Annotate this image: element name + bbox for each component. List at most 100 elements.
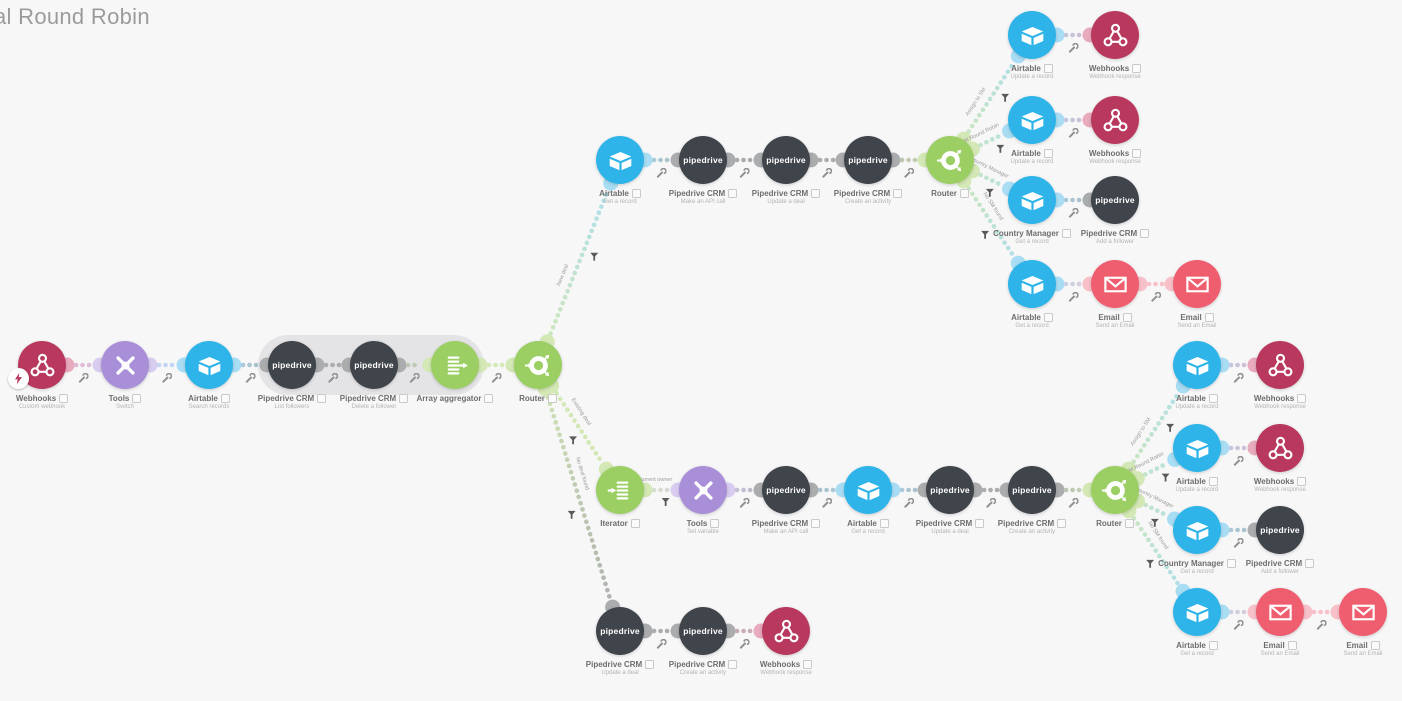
module-airtable[interactable]: Country Manager Get a record: [1158, 506, 1236, 575]
connection-settings-wrench-icon[interactable]: [1068, 498, 1079, 508]
connection-settings-wrench-icon[interactable]: [162, 373, 172, 383]
connection-settings-wrench-icon[interactable]: [986, 498, 996, 508]
connection-settings-wrench-icon[interactable]: [1233, 620, 1244, 630]
module-circle[interactable]: [1256, 588, 1304, 636]
module-circle[interactable]: pipedrive: [268, 341, 316, 389]
module-airtable[interactable]: Airtable Get a record: [1008, 260, 1056, 329]
module-router[interactable]: Router: [926, 136, 974, 198]
module-aggregator[interactable]: Array aggregator: [417, 341, 494, 403]
module-email[interactable]: Email Send an Email: [1091, 260, 1139, 329]
module-tools[interactable]: Tools Set variable: [679, 466, 727, 535]
connection-settings-wrench-icon[interactable]: [328, 373, 338, 383]
connection-settings-wrench-icon[interactable]: [822, 498, 832, 508]
module-pipedrive[interactable]: pipedrive Pipedrive CRM Delete a followe…: [340, 341, 409, 410]
module-circle[interactable]: [1173, 260, 1221, 308]
module-circle[interactable]: pipedrive: [762, 466, 810, 514]
module-circle[interactable]: [926, 136, 974, 184]
module-router[interactable]: Router: [1091, 466, 1139, 528]
connection-settings-wrench-icon[interactable]: [739, 168, 750, 178]
module-pipedrive[interactable]: pipedrive Pipedrive CRM Add a follower: [1246, 506, 1315, 575]
module-email[interactable]: Email Send an Email: [1256, 588, 1304, 657]
module-circle[interactable]: [1173, 506, 1221, 554]
connection-settings-wrench-icon[interactable]: [1316, 620, 1327, 630]
connection-settings-wrench-icon[interactable]: [1233, 538, 1244, 548]
module-pipedrive[interactable]: pipedrive Pipedrive CRM Update a deal: [586, 607, 655, 676]
module-circle[interactable]: pipedrive: [926, 466, 974, 514]
connection-settings-wrench-icon[interactable]: [904, 168, 914, 178]
connection-settings-wrench-icon[interactable]: [1068, 128, 1079, 138]
module-circle[interactable]: [431, 341, 479, 389]
module-pipedrive[interactable]: pipedrive Pipedrive CRM Create an activi…: [998, 466, 1067, 535]
module-circle[interactable]: [1008, 176, 1056, 224]
module-circle[interactable]: [514, 341, 562, 389]
connection-settings-wrench-icon[interactable]: [656, 639, 667, 649]
module-circle[interactable]: pipedrive: [679, 607, 727, 655]
module-pipedrive[interactable]: pipedrive Pipedrive CRM Make an API call: [752, 466, 821, 535]
connection-settings-wrench-icon[interactable]: [1233, 456, 1244, 466]
module-circle[interactable]: [762, 607, 810, 655]
module-router[interactable]: Router: [514, 341, 562, 403]
module-circle[interactable]: pipedrive: [350, 341, 398, 389]
module-airtable[interactable]: Airtable Update a record: [1008, 11, 1056, 80]
module-airtable[interactable]: Airtable Update a record: [1173, 341, 1221, 410]
connection-settings-wrench-icon[interactable]: [822, 168, 832, 178]
module-circle[interactable]: [1091, 11, 1139, 59]
module-circle[interactable]: [1256, 424, 1304, 472]
module-tools[interactable]: Tools Switch: [101, 341, 149, 410]
module-pipedrive[interactable]: pipedrive Pipedrive CRM Add a follower: [1081, 176, 1150, 245]
module-circle[interactable]: pipedrive: [1008, 466, 1056, 514]
connection-settings-wrench-icon[interactable]: [245, 373, 256, 383]
module-airtable[interactable]: Airtable Update a record: [1173, 424, 1221, 493]
filter-funnel-icon[interactable]: [569, 436, 578, 445]
connection-settings-wrench-icon[interactable]: [1068, 208, 1079, 218]
module-webhook[interactable]: Webhooks Webhook response: [760, 607, 813, 676]
module-circle[interactable]: [1173, 341, 1221, 389]
connection-settings-wrench-icon[interactable]: [904, 498, 914, 508]
module-circle[interactable]: [1091, 96, 1139, 144]
module-circle[interactable]: [185, 341, 233, 389]
module-webhook[interactable]: Webhooks Webhook response: [1254, 424, 1307, 493]
connection-settings-wrench-icon[interactable]: [1068, 43, 1079, 53]
filter-funnel-icon[interactable]: [567, 510, 576, 519]
connection-settings-wrench-icon[interactable]: [656, 168, 667, 178]
connection-settings-wrench-icon[interactable]: [1068, 292, 1079, 302]
connection-settings-wrench-icon[interactable]: [491, 373, 502, 383]
filter-funnel-icon[interactable]: [590, 252, 599, 261]
module-circle[interactable]: pipedrive: [1256, 506, 1304, 554]
module-circle[interactable]: pipedrive: [762, 136, 810, 184]
module-circle[interactable]: [1008, 11, 1056, 59]
module-circle[interactable]: [1173, 588, 1221, 636]
module-circle[interactable]: [1008, 260, 1056, 308]
module-airtable[interactable]: Airtable Get a record: [844, 466, 892, 535]
module-circle[interactable]: [1256, 341, 1304, 389]
module-circle[interactable]: [596, 466, 644, 514]
module-airtable[interactable]: Airtable Get a record: [596, 136, 644, 205]
module-airtable[interactable]: Airtable Update a record: [1008, 96, 1056, 165]
connection-settings-wrench-icon[interactable]: [739, 498, 750, 508]
module-airtable[interactable]: Airtable Get a record: [1173, 588, 1221, 657]
module-circle[interactable]: pipedrive: [679, 136, 727, 184]
connection-settings-wrench-icon[interactable]: [1233, 373, 1244, 383]
module-email[interactable]: Email Send an Email: [1339, 588, 1387, 657]
module-webhook[interactable]: Webhooks Webhook response: [1089, 11, 1142, 80]
module-circle[interactable]: pipedrive: [1091, 176, 1139, 224]
connection-settings-wrench-icon[interactable]: [409, 373, 420, 383]
module-airtable[interactable]: Airtable Search records: [185, 341, 233, 410]
module-circle[interactable]: [1008, 96, 1056, 144]
connection-settings-wrench-icon[interactable]: [739, 639, 750, 649]
module-webhook[interactable]: Webhooks Custom webhook: [8, 341, 69, 410]
module-circle[interactable]: [596, 136, 644, 184]
module-pipedrive[interactable]: pipedrive Pipedrive CRM Create an activi…: [669, 607, 738, 676]
module-webhook[interactable]: Webhooks Webhook response: [1089, 96, 1142, 165]
module-circle[interactable]: [1173, 424, 1221, 472]
module-airtable[interactable]: Country Manager Get a record: [993, 176, 1071, 245]
module-circle[interactable]: pipedrive: [596, 607, 644, 655]
module-email[interactable]: Email Send an Email: [1173, 260, 1221, 329]
filter-funnel-icon[interactable]: [661, 498, 670, 506]
module-pipedrive[interactable]: pipedrive Pipedrive CRM List followers: [258, 341, 327, 410]
module-circle[interactable]: [679, 466, 727, 514]
module-circle[interactable]: [1339, 588, 1387, 636]
module-circle[interactable]: [1091, 260, 1139, 308]
module-webhook[interactable]: Webhooks Webhook response: [1254, 341, 1307, 410]
